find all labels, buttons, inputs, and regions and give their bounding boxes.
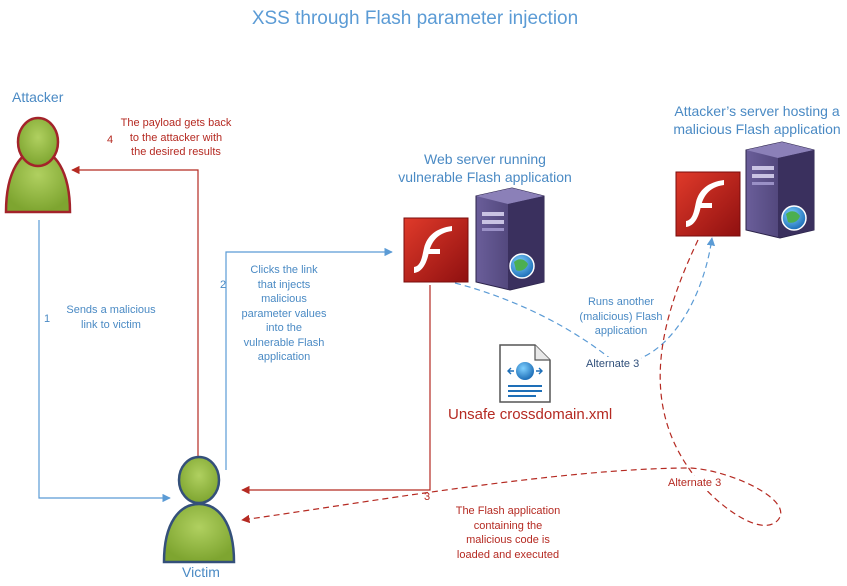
attacker-label: Attacker	[12, 89, 64, 105]
attacker-server-label: Attacker’s server hosting a malicious Fl…	[662, 102, 847, 139]
web-server-label-line: vulnerable Flash application	[398, 169, 572, 186]
alternate-runs-text: Runs another (malicious) Flash applicati…	[562, 295, 680, 339]
step-3-text-line: The Flash application	[455, 505, 561, 517]
web-server-label-line: Web server running	[424, 151, 546, 167]
server-icon	[475, 187, 545, 291]
web-server-label: Web server running vulnerable Flash appl…	[380, 150, 590, 187]
step-1-text-line: link to victim	[81, 318, 141, 331]
attacker-person-icon	[4, 116, 72, 214]
globe-icon	[781, 205, 807, 231]
step-2-text-line: application	[257, 351, 311, 364]
step-2-text-line: Clicks the link	[250, 264, 318, 276]
step-3-text-line: loaded and executed	[456, 548, 560, 561]
attacker-server-label-line: Attacker’s server hosting a	[674, 103, 840, 119]
step-2-text-line: into the	[265, 322, 303, 335]
crossdomain-label: Unsafe crossdomain.xml	[448, 406, 613, 423]
step-1-text-line: Sends a malicious	[66, 304, 156, 316]
alternate-3-label-blue: Alternate 3	[584, 357, 642, 372]
step-2-text-line: malicious	[261, 293, 307, 306]
victim-label: Victim	[182, 564, 220, 580]
arrow-step-3	[241, 285, 431, 495]
step-2-text-line: that injects	[257, 278, 311, 291]
step-3-text-line: containing the	[473, 519, 543, 532]
step-3-text: The Flash application containing the mal…	[440, 504, 576, 562]
step-2-text-line: vulnerable Flash	[243, 336, 325, 349]
step-4-text: The payload gets back to the attacker wi…	[112, 116, 240, 160]
alternate-runs-text-line: (malicious) Flash	[579, 310, 663, 323]
step-1-number: 1	[44, 313, 51, 325]
alternate-3-label-red: Alternate 3	[666, 476, 724, 491]
step-4-text-line: The payload gets back	[120, 117, 232, 129]
step-2-text-line: parameter values	[241, 307, 327, 320]
arrow-alternate-3-blue	[454, 237, 716, 363]
alternate-runs-text-line: application	[594, 325, 648, 338]
flash-logo-icon	[675, 171, 741, 237]
globe-icon	[509, 253, 535, 279]
arrow-step-2	[225, 247, 393, 470]
alternate-runs-text-line: Runs another	[587, 296, 655, 308]
attacker-server-label-line: malicious Flash application	[673, 121, 841, 138]
step-2-number: 2	[220, 279, 227, 291]
victim-person-icon	[162, 455, 236, 564]
step-3-text-line: malicious code is	[466, 534, 550, 547]
step-3-number: 3	[424, 491, 431, 503]
xml-document-icon	[499, 344, 551, 403]
diagram-title: XSS through Flash parameter injection	[251, 8, 579, 29]
step-4-text-line: the desired results	[131, 146, 221, 159]
step-2-text: Clicks the link that injects malicious p…	[232, 263, 336, 365]
arrow-alternate-3-red	[241, 239, 782, 526]
step-4-text-line: to the attacker with	[129, 131, 223, 144]
step-1-text: Sends a malicious link to victim	[56, 303, 166, 332]
flash-logo-icon	[403, 217, 469, 283]
arrow-step-4	[71, 165, 199, 468]
step-4-number: 4	[107, 134, 114, 146]
arrow-step-1	[38, 220, 171, 503]
